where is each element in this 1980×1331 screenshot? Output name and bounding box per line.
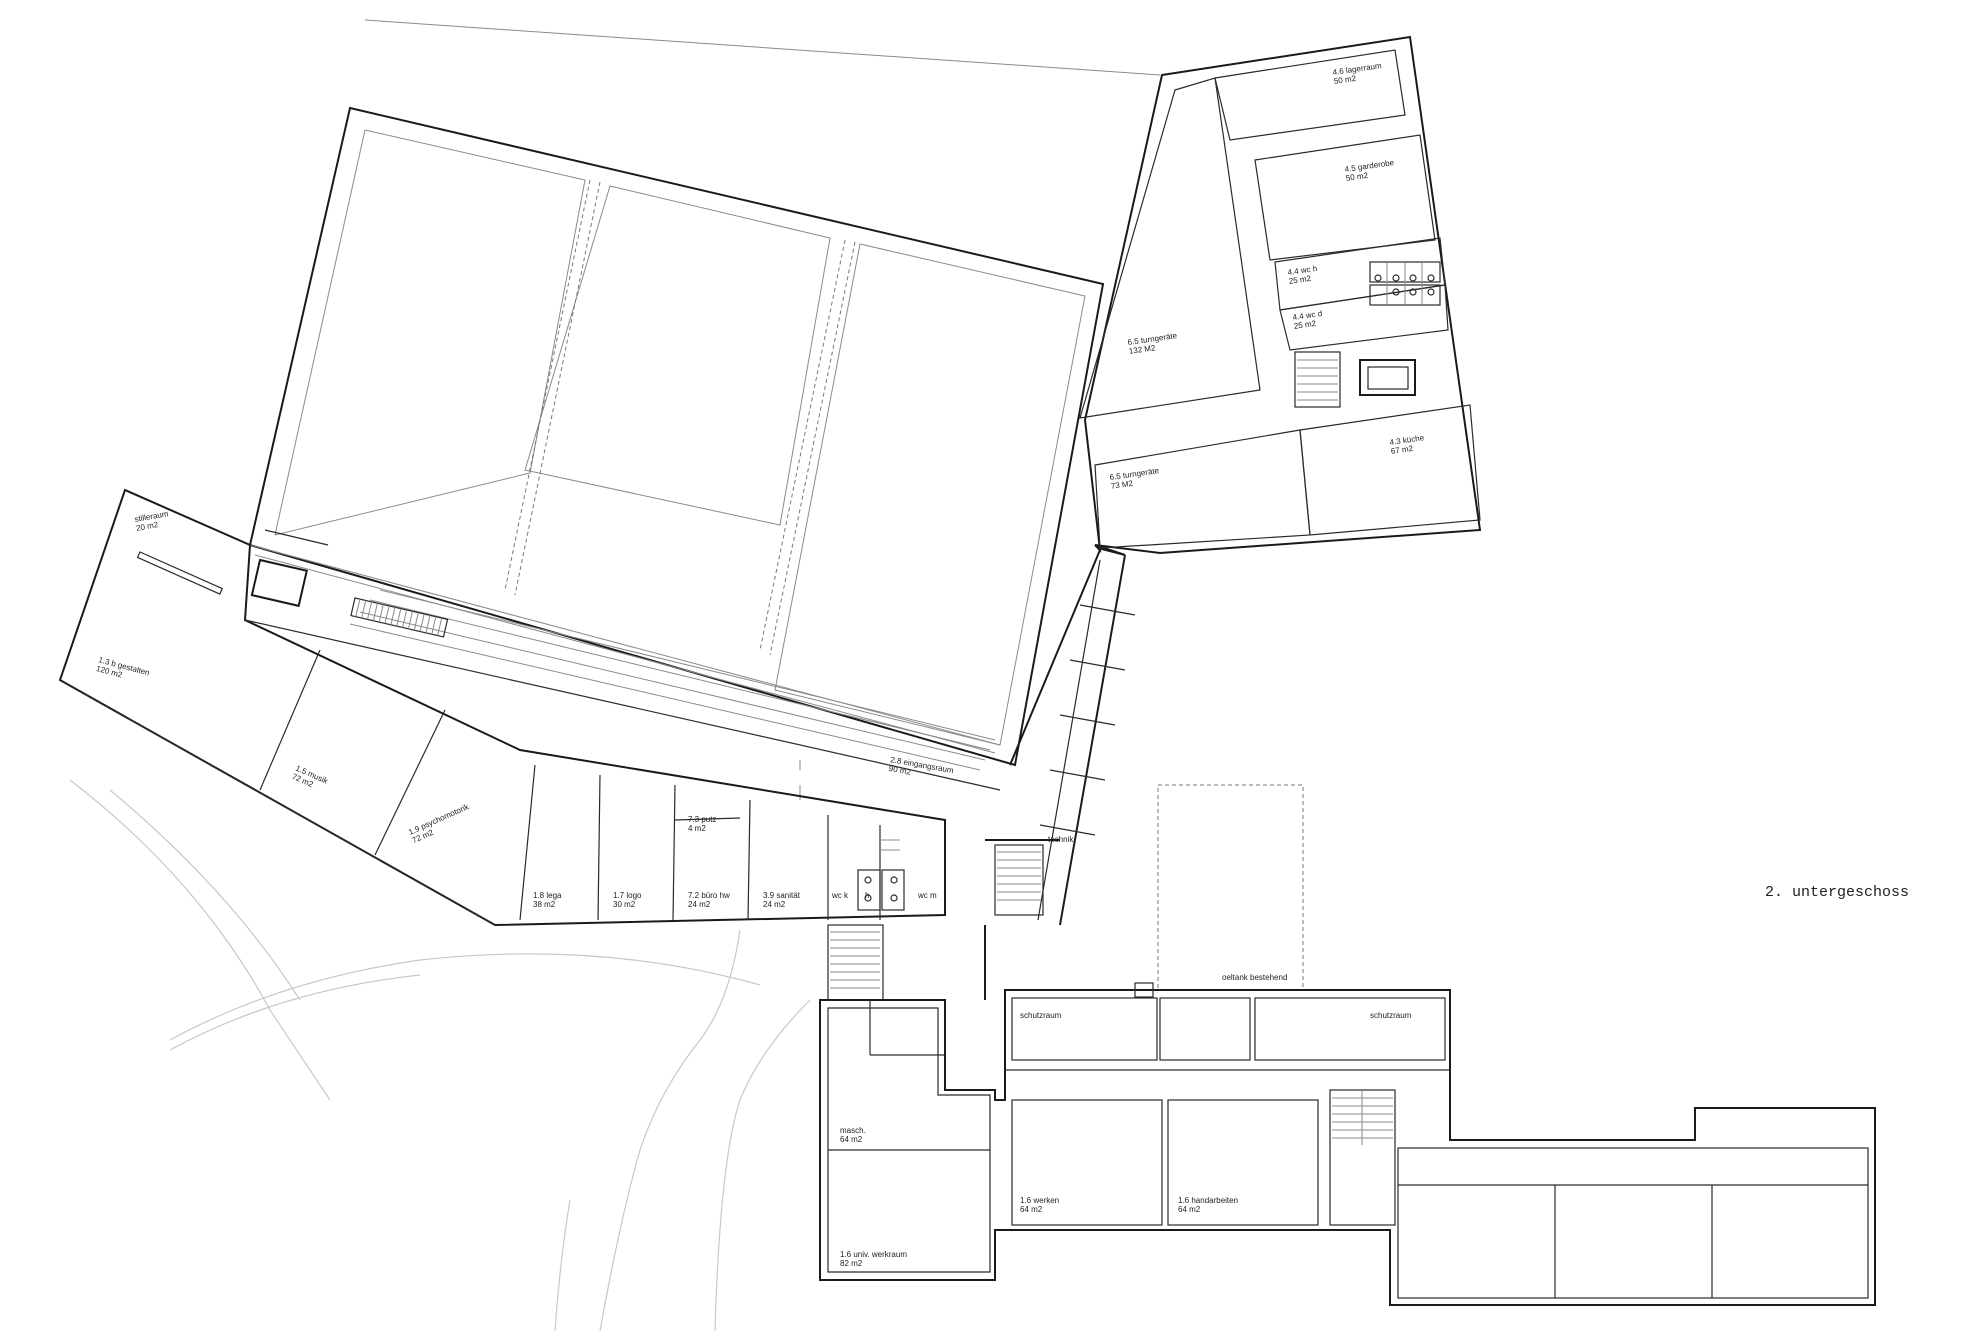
room-label-eingangsraum: 2.8 eingangsraum90 m2 xyxy=(888,755,955,784)
room-label-h: h xyxy=(865,891,869,900)
oil-tank xyxy=(1157,784,1304,991)
room-label-gestalten: 1.3 b gestalten120 m2 xyxy=(95,655,150,686)
room-label-musik: 1.5 musik72 m2 xyxy=(291,764,331,795)
room-label-schutzraum-1: schutzraum xyxy=(1020,1011,1062,1020)
plan-title: 2. untergeschoss xyxy=(1765,884,1909,901)
room-label-lagerraum: 4.6 lagerraum50 m2 xyxy=(1332,61,1384,86)
room-label-schutzraum-2: schutzraum xyxy=(1370,1011,1412,1020)
room-label-wcd: 4.4 wc d25 m2 xyxy=(1292,309,1324,331)
room-label-garderobe: 4.5 garderobe50 m2 xyxy=(1344,158,1396,183)
site-lines xyxy=(69,19,1161,1331)
ne-wing xyxy=(1079,35,1482,556)
room-label-turngeraete-1: 6.5 turngeräte132 M2 xyxy=(1127,331,1179,356)
central-stairs xyxy=(827,844,1044,1001)
room-label-turngeraete-2: 6.5 turngeräte73 M2 xyxy=(1109,466,1161,491)
room-label-wck: wc k xyxy=(831,891,849,900)
room-label-oeltank: oeltank bestehend xyxy=(1222,973,1287,982)
left-wing xyxy=(58,488,1001,927)
south-building xyxy=(819,982,1876,1306)
room-label-masch: masch.64 m2 xyxy=(840,1126,866,1144)
room-label-stilleraum: stilleraum20 m2 xyxy=(134,509,171,533)
room-label-wcm: wc m xyxy=(917,891,937,900)
ne-corridor xyxy=(984,544,1136,1000)
room-label-wch: 4.4 wc h25 m2 xyxy=(1287,264,1319,286)
gym-hall xyxy=(248,106,1105,767)
room-labels: stilleraum20 m2 1.3 b gestalten120 m2 1.… xyxy=(95,61,1426,1268)
corridor xyxy=(250,558,996,800)
room-label-technik: technik xyxy=(1048,835,1074,844)
room-label-psychomotorik: 1.9 psychomotorik72 m2 xyxy=(407,802,475,845)
room-label-kueche: 4.3 küche67 m2 xyxy=(1389,433,1426,456)
